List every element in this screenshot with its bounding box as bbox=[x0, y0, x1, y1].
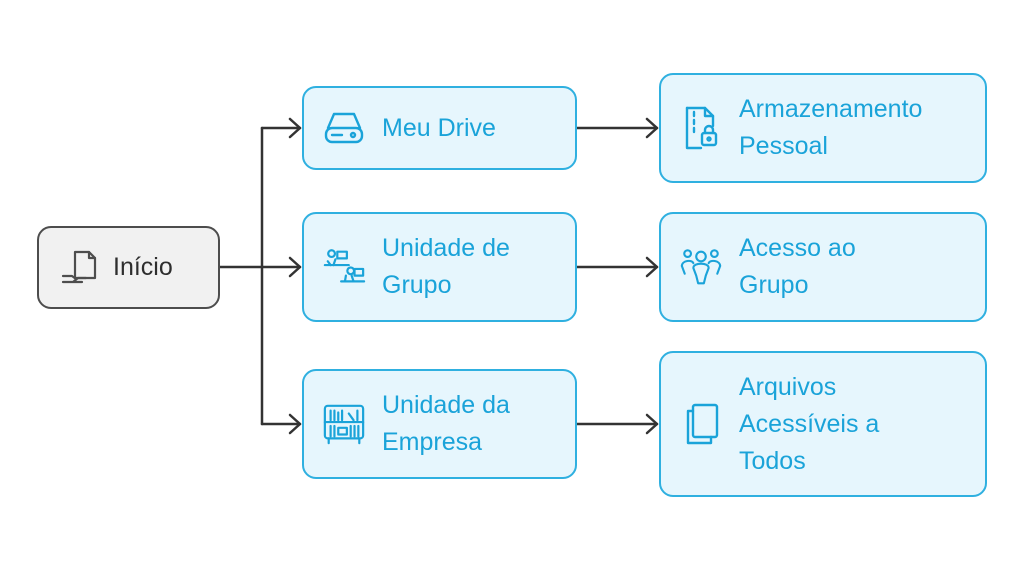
node-acesso-ao-grupo: Acesso ao Grupo bbox=[659, 212, 987, 322]
documents-icon bbox=[679, 401, 723, 447]
hand-document-icon bbox=[57, 246, 103, 290]
group-workstations-icon bbox=[322, 245, 366, 289]
node-armazenamento-pessoal: Armazenamento Pessoal bbox=[659, 73, 987, 183]
arrowhead-acesso bbox=[645, 256, 659, 278]
node-label: Armazenamento Pessoal bbox=[739, 95, 923, 160]
node-unidade-da-empresa: Unidade da Empresa bbox=[302, 369, 577, 479]
arrowhead-unidade-empresa bbox=[288, 413, 302, 435]
node-label: Acesso ao Grupo bbox=[739, 234, 856, 299]
node-arquivos-acessiveis: Arquivos Acessíveis a Todos bbox=[659, 351, 987, 497]
node-inicio: Início bbox=[37, 226, 220, 309]
arrowhead-arquivos bbox=[645, 413, 659, 435]
arrowhead-unidade-grupo bbox=[288, 256, 302, 278]
node-label: Unidade de Grupo bbox=[382, 234, 510, 299]
arrowhead-armazenamento bbox=[645, 117, 659, 139]
node-meu-drive: Meu Drive bbox=[302, 86, 577, 170]
hard-drive-icon bbox=[322, 108, 366, 148]
locked-file-icon bbox=[679, 104, 723, 152]
node-unidade-de-grupo: Unidade de Grupo bbox=[302, 212, 577, 322]
node-label: Início bbox=[113, 253, 173, 281]
arrowhead-meu-drive bbox=[288, 117, 302, 139]
node-label: Unidade da Empresa bbox=[382, 391, 510, 456]
node-label: Arquivos Acessíveis a Todos bbox=[739, 372, 880, 475]
node-label: Meu Drive bbox=[382, 113, 496, 142]
bookshelf-icon bbox=[322, 401, 366, 447]
people-group-icon bbox=[679, 244, 723, 290]
